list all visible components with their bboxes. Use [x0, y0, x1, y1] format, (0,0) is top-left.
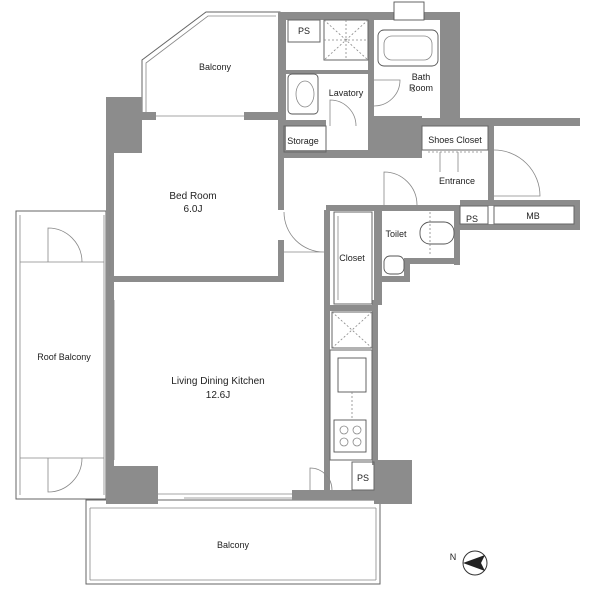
label-roof-balcony: Roof Balcony	[37, 352, 91, 362]
label-mb: MB	[526, 211, 540, 221]
label-toilet: Toilet	[385, 229, 407, 239]
label-balcony-top: Balcony	[199, 62, 232, 72]
label-ldk: Living Dining Kitchen	[171, 376, 264, 387]
label-bath-room-1: Bath	[412, 72, 431, 82]
label-bed-room: Bed Room	[169, 191, 216, 202]
label-bath-room-2: Room	[409, 83, 433, 93]
label-ldk-size: 12.6J	[206, 390, 230, 401]
balcony-bottom-area	[85, 499, 381, 585]
label-ps-entrance: PS	[466, 214, 478, 224]
label-lavatory: Lavatory	[329, 88, 364, 98]
label-balcony-bottom: Balcony	[217, 540, 250, 550]
label-closet: Closet	[339, 253, 365, 263]
label-entrance: Entrance	[439, 176, 475, 186]
label-bed-room-size: 6.0J	[184, 204, 203, 215]
compass-letter: N	[450, 552, 457, 562]
label-storage: Storage	[287, 136, 319, 146]
label-ps-kitchen: PS	[357, 473, 369, 483]
compass-icon: N	[450, 550, 488, 576]
label-ps-top: PS	[298, 26, 310, 36]
label-shoes-closet: Shoes Closet	[428, 135, 482, 145]
walls	[106, 12, 580, 504]
